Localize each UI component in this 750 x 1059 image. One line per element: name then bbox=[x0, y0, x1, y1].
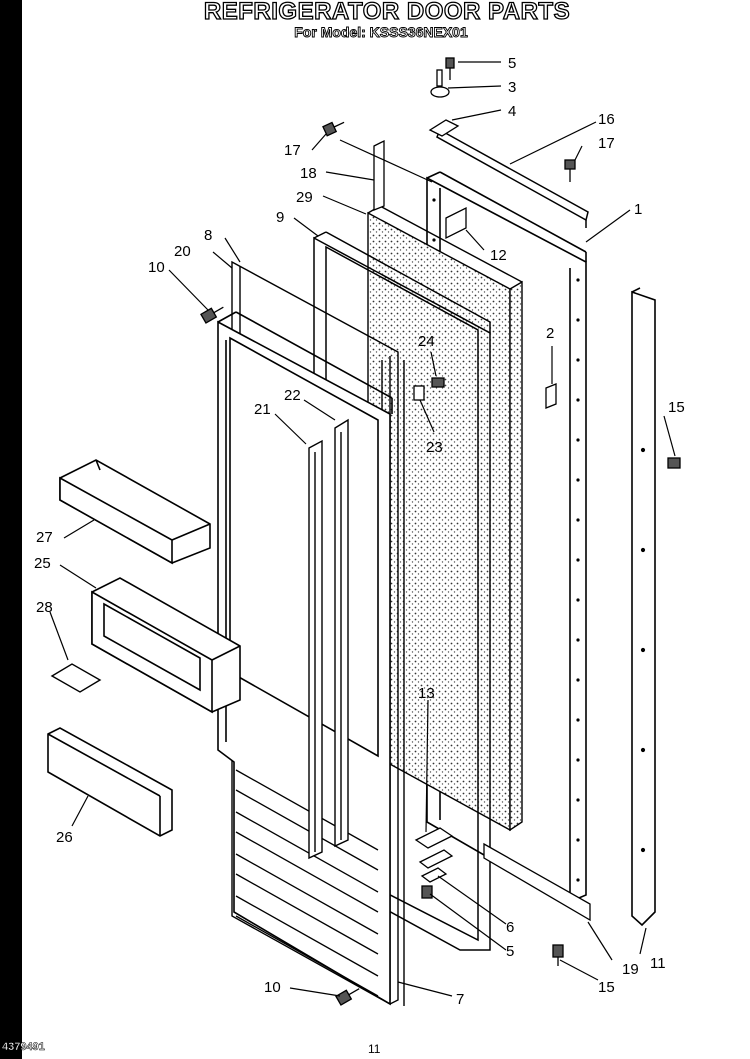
door-shelf bbox=[59, 459, 211, 565]
hardware-parts bbox=[200, 57, 681, 1006]
callout-21: 21 bbox=[254, 401, 271, 418]
document-code: 4379491 bbox=[2, 1041, 45, 1054]
callout-1: 1 bbox=[634, 201, 642, 218]
callout-7: 7 bbox=[456, 991, 464, 1008]
liner-trim-strips bbox=[308, 418, 349, 860]
callout-12: 12 bbox=[490, 247, 507, 264]
callout-11: 11 bbox=[650, 955, 666, 972]
callout-27: 27 bbox=[36, 529, 53, 546]
callout-19: 19 bbox=[622, 961, 639, 978]
callout-2: 2 bbox=[546, 325, 554, 342]
dispenser-housing bbox=[91, 577, 241, 714]
callout-4: 4 bbox=[508, 103, 516, 120]
callout-10-bottom: 10 bbox=[264, 979, 281, 996]
callout-17-left: 17 bbox=[284, 142, 301, 159]
callout-9: 9 bbox=[276, 209, 284, 226]
callout-18: 18 bbox=[300, 165, 317, 182]
callout-17-right: 17 bbox=[598, 135, 615, 152]
dispenser-pad bbox=[50, 663, 102, 693]
callout-23: 23 bbox=[426, 439, 443, 456]
black-margin-bar bbox=[0, 0, 22, 1059]
callout-15-bottom: 15 bbox=[598, 979, 615, 996]
page-number: 11 bbox=[368, 1042, 381, 1056]
callout-25: 25 bbox=[34, 555, 51, 572]
callout-5-bottom: 5 bbox=[506, 943, 514, 960]
side-trim-strip bbox=[631, 287, 656, 927]
page-title: REFRIGERATOR DOOR PARTS bbox=[203, 0, 571, 26]
model-subtitle: For Model: KSSS36NEX01 bbox=[294, 24, 468, 41]
foam-insulation bbox=[367, 205, 523, 832]
callout-15-right: 15 bbox=[668, 399, 685, 416]
callout-20: 20 bbox=[174, 243, 191, 260]
callout-6: 6 bbox=[506, 919, 514, 936]
part-callout-labels: 5 3 4 16 17 17 18 29 9 1 8 20 12 10 2 24… bbox=[34, 55, 685, 1008]
callout-10-top: 10 bbox=[148, 259, 165, 276]
callout-3: 3 bbox=[508, 79, 516, 96]
callout-29: 29 bbox=[296, 189, 313, 206]
callout-13: 13 bbox=[418, 685, 435, 702]
callout-22: 22 bbox=[284, 387, 301, 404]
callout-16: 16 bbox=[598, 111, 615, 128]
dispenser-trim-cover bbox=[47, 727, 173, 837]
callout-5-top: 5 bbox=[508, 55, 516, 72]
callout-8: 8 bbox=[204, 227, 212, 244]
callout-26: 26 bbox=[56, 829, 73, 846]
callout-28: 28 bbox=[36, 599, 53, 616]
door-liner-ribs bbox=[235, 769, 379, 997]
callout-24: 24 bbox=[418, 333, 435, 350]
leader-lines bbox=[49, 61, 676, 997]
